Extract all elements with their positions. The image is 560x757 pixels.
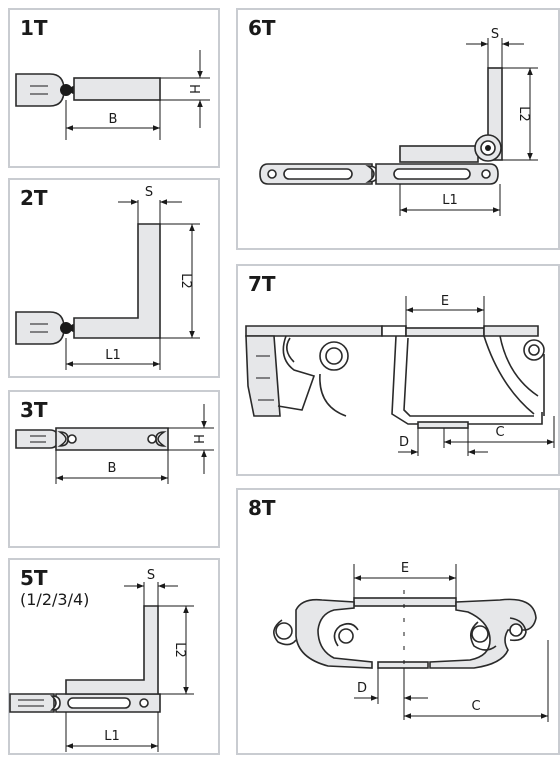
diagram-5t: L2 S L1	[9, 568, 194, 752]
diagram-6t: L2 S L1	[259, 27, 538, 216]
diagram-8t: E D C	[273, 561, 549, 722]
diagram-2t: L2 S L1	[15, 185, 200, 370]
dim-c-label: C	[471, 699, 480, 714]
dim-d-label: D	[357, 681, 367, 696]
panel-title: 1T	[20, 16, 48, 40]
panel-title: 2T	[20, 186, 48, 210]
diagram-3t: H B	[15, 404, 214, 484]
dim-l2-label: L2	[172, 642, 187, 658]
panel-1t: 1T H B	[8, 8, 220, 168]
left-side-profile	[245, 335, 281, 417]
panel-title: 8T	[248, 496, 276, 520]
panel-7t: 7T E D	[236, 264, 560, 476]
top-strip-span	[353, 597, 457, 607]
angle-strip	[65, 605, 159, 695]
panel-3t: 3T H B	[8, 390, 220, 548]
base-strip	[399, 145, 479, 163]
dim-s-label: S	[491, 27, 499, 42]
panel-2t: 2T L2 S L1	[8, 178, 220, 378]
top-strip-span	[405, 327, 485, 337]
bottom-strip-segment	[377, 661, 429, 669]
dim-b-label: B	[109, 112, 118, 127]
right-profile	[429, 598, 537, 669]
panel-subtitle: (1/2/3/4)	[20, 590, 90, 609]
panel-title: 7T	[248, 272, 276, 296]
chain-link-stub	[15, 311, 78, 345]
chain-link-stub	[15, 429, 59, 449]
panel-title: 3T	[20, 398, 48, 422]
flat-strip	[73, 77, 161, 101]
dim-h-label: H	[190, 434, 205, 444]
panel-6t: 6T L2 S L1	[236, 8, 560, 250]
dim-e-label: E	[441, 294, 449, 309]
dim-s-label: S	[147, 568, 155, 583]
dim-l2-label: L2	[516, 106, 531, 122]
dim-s-label: S	[145, 185, 153, 200]
chain-links	[259, 163, 499, 185]
dim-d-label: D	[399, 435, 409, 450]
dim-h-label: H	[186, 84, 201, 94]
dim-l1-label: L1	[442, 193, 458, 208]
dim-c-label: C	[495, 425, 504, 440]
dim-b-label: B	[108, 461, 117, 476]
chain-links	[9, 693, 161, 713]
bottom-strip-segment	[417, 421, 469, 429]
diagram-7t: E D C	[245, 294, 555, 456]
diagram-1t: H B	[15, 50, 210, 140]
dim-e-label: E	[401, 561, 409, 576]
left-profile	[295, 598, 373, 669]
dim-l1-label: L1	[105, 348, 121, 363]
angle-strip	[73, 223, 161, 339]
dim-l2-label: L2	[178, 273, 193, 289]
panel-8t: 8T E D C	[236, 488, 560, 755]
panel-title: 6T	[248, 16, 276, 40]
panel-title: 5T	[20, 566, 48, 590]
chain-link-stub	[15, 73, 78, 107]
top-strip-left	[245, 325, 383, 337]
panel-5t: 5T (1/2/3/4) L2 S L1	[8, 558, 220, 755]
dim-l1-label: L1	[104, 729, 120, 744]
